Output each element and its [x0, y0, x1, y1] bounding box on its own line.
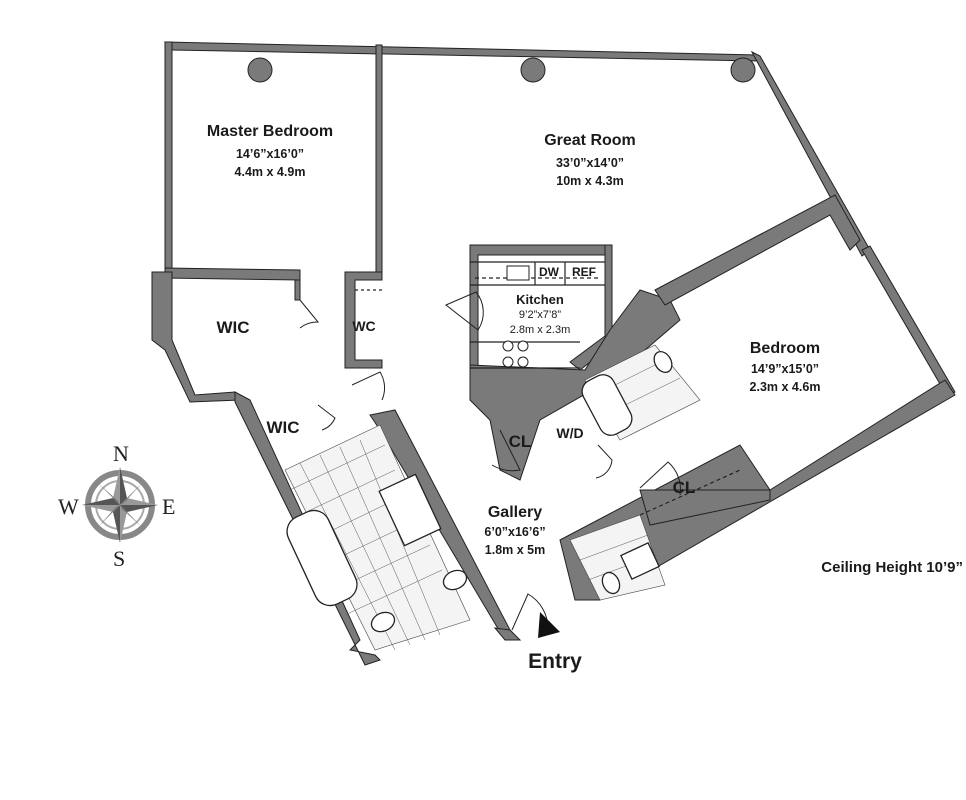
great-room-name: Great Room — [544, 132, 636, 149]
master-toilet-1 — [370, 611, 396, 633]
gallery-name: Gallery — [487, 504, 543, 521]
master-bedroom-dim-imperial: 14’6”x16’0” — [235, 147, 305, 161]
wic-right-wall — [294, 279, 301, 301]
door-arc-wd — [595, 444, 613, 479]
kitchen-name: Kitchen — [516, 292, 564, 307]
guest-bath-floor — [569, 514, 666, 601]
ref-label: REF — [572, 265, 596, 279]
master-left-wall — [164, 41, 173, 273]
bedroom-top-wall — [654, 194, 861, 306]
door-arc-wc — [351, 371, 386, 401]
door-arc-cl — [491, 429, 521, 472]
master-right-wall — [375, 44, 383, 273]
entry-label: Entry — [528, 650, 582, 673]
master-bottom-wall — [164, 267, 301, 281]
wc-label: WC — [352, 318, 376, 334]
kitchen-dim-imperial: 9’2”x7’8” — [518, 309, 562, 321]
master-bedroom-name: Master Bedroom — [206, 123, 334, 140]
bedroom-window-wall — [861, 245, 956, 397]
door-arc-bedroom — [639, 461, 681, 496]
door-arc-kitchen — [445, 291, 484, 331]
closet-block — [639, 489, 771, 526]
column-3 — [730, 57, 756, 83]
compass-s: S — [113, 546, 126, 571]
guest-toilet — [601, 571, 621, 595]
bedroom-name: Bedroom — [749, 340, 821, 357]
door-arc-wic — [299, 299, 320, 329]
gallery-dim-imperial: 6’0”x16’6” — [484, 525, 546, 539]
bedroom-toilet — [653, 351, 673, 373]
wc-wall — [344, 271, 383, 369]
master-vanity — [378, 473, 442, 547]
wic-upper-label: WIC — [216, 318, 250, 337]
entry-arrow-icon — [538, 612, 560, 638]
gallery-dim-metric: 1.8m x 5m — [484, 543, 546, 557]
master-bedroom-dim-metric: 4.4m x 4.9m — [234, 165, 306, 179]
compass-w: W — [58, 494, 79, 519]
master-toilet-2 — [442, 569, 468, 591]
great-room-dim-metric: 10m x 4.3m — [556, 174, 624, 188]
cl-bedroom-label: CL — [672, 478, 696, 497]
wd-label: W/D — [556, 425, 584, 441]
guest-sink — [620, 542, 660, 580]
dw-label: DW — [539, 265, 559, 279]
compass-n: N — [113, 441, 129, 466]
ceiling-height-label: Ceiling Height 10’9” — [821, 559, 963, 576]
cl-kitchen-label: CL — [508, 432, 532, 451]
bedroom-dim-metric: 2.3m x 4.6m — [749, 380, 821, 394]
great-room-dim-imperial: 33’0”x14’0” — [555, 156, 625, 170]
compass-rose — [82, 467, 158, 543]
exterior-top-wall — [163, 41, 759, 62]
door-arc-wic2 — [317, 404, 336, 431]
column-1 — [247, 57, 273, 83]
kitchen-dim-metric: 2.8m x 2.3m — [509, 324, 571, 336]
master-bathtub — [286, 509, 358, 607]
column-2 — [520, 57, 546, 83]
compass-e: E — [162, 494, 176, 519]
gallery-entry-wall-left — [493, 627, 522, 641]
bedroom-dim-imperial: 14’9”x15’0” — [750, 362, 820, 376]
wic-lower-label: WIC — [266, 418, 300, 437]
bedroom-bathtub — [581, 374, 633, 436]
